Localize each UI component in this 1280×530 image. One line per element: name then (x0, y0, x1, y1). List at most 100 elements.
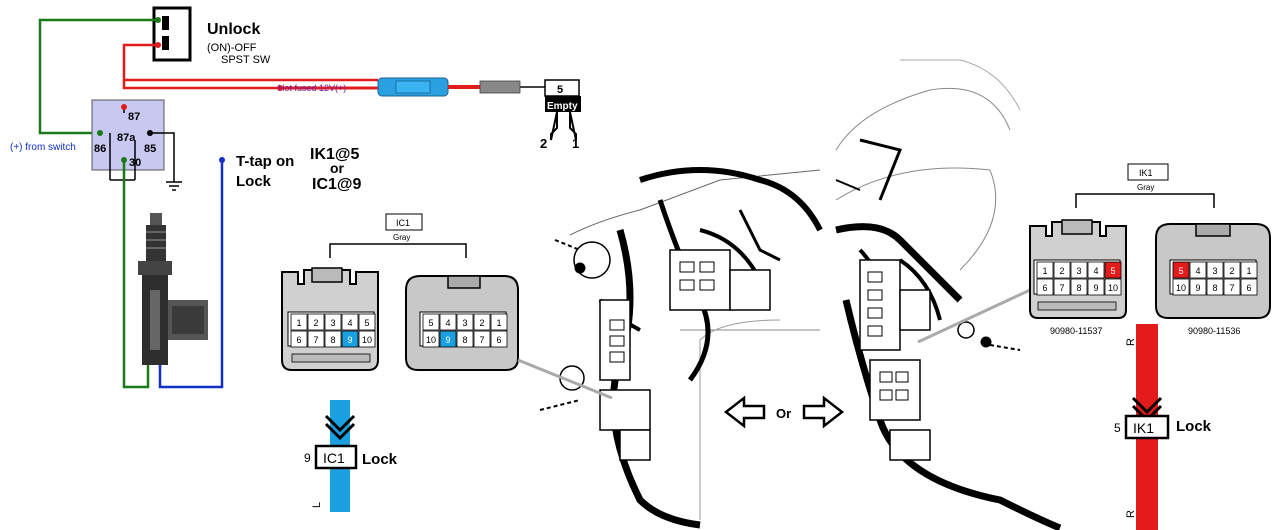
ttap-line1: T-tap on (236, 153, 294, 170)
pin-label: 10 (362, 335, 372, 345)
ic1-pin-number: 9 (304, 451, 311, 465)
ik1-name: IK1 (1139, 168, 1153, 178)
pin-label: 7 (1229, 283, 1234, 293)
relay-pin-86: 86 (94, 143, 106, 155)
green-wire-actuator (122, 160, 150, 389)
pin-label: 2 (1229, 266, 1234, 276)
pin-label: 5 (364, 318, 369, 328)
option-b: IC1@9 (312, 176, 362, 193)
pin-cell (1036, 278, 1054, 296)
pin-cell (1172, 278, 1190, 296)
pin-cell (1104, 278, 1122, 296)
pin-label: 9 (445, 335, 450, 345)
ic1-chevron-icon (324, 414, 356, 441)
ik1-callout-line (917, 288, 1031, 344)
pin-label: 9 (1195, 283, 1200, 293)
inline-fuse-holder (377, 77, 545, 97)
relay-pin-87a: 87a (117, 132, 136, 144)
pin-cell (290, 330, 308, 348)
pin-cell (1189, 278, 1207, 296)
fuse-pin-1: 1 (572, 136, 579, 151)
ic1-name-box (385, 213, 423, 231)
pin-cell (1070, 278, 1088, 296)
switch-type: SPST SW (221, 54, 271, 66)
fuse-pin-2: 2 (540, 136, 547, 151)
pin-cell (1206, 261, 1224, 279)
pin-label: 7 (479, 335, 484, 345)
pin-cell (1240, 261, 1258, 279)
ik1-wire-code-bottom: R (1125, 510, 1137, 518)
pin-label: 6 (296, 335, 301, 345)
relay-pin-85: 85 (144, 143, 156, 155)
red-wire-relay-87 (122, 80, 280, 90)
pin-label: 2 (313, 318, 318, 328)
pin-label: 3 (1212, 266, 1217, 276)
switch-mode: (ON)-OFF (207, 42, 257, 54)
pin-label: 2 (1059, 266, 1064, 276)
pin-cell (1036, 261, 1054, 279)
ik1-pin-number: 5 (1114, 421, 1121, 435)
pin-label: 3 (462, 318, 467, 328)
pin-label: 4 (1195, 266, 1200, 276)
ik1-part-right: 90980-11536 (1188, 326, 1240, 336)
pin-label: 1 (496, 318, 501, 328)
pin-label: 1 (1246, 266, 1251, 276)
red-wire-switch (122, 43, 378, 82)
pin-cell (341, 313, 359, 331)
spst-switch (152, 6, 192, 62)
relay-pin-87: 87 (128, 111, 140, 123)
pin-cell (1087, 278, 1105, 296)
pin-label: 10 (1176, 283, 1186, 293)
ic1-wire-code: L (311, 502, 323, 508)
pin-cell (422, 330, 440, 348)
green-wire-switch (38, 18, 158, 135)
pin-cell (1223, 278, 1241, 296)
pin-cell (490, 313, 508, 331)
pin-cell (1172, 261, 1190, 279)
ik1-wire-code-top: R (1125, 338, 1137, 346)
dash-harness-illustration-left (539, 167, 823, 529)
pin-label: 5 (1178, 266, 1183, 276)
pin-cell (473, 313, 491, 331)
door-lock-actuator (138, 213, 208, 365)
pin-cell (341, 330, 359, 348)
ik1-part-left: 90980-11537 (1050, 326, 1102, 336)
pin-label: 8 (462, 335, 467, 345)
fuse-tap (544, 79, 581, 141)
pin-label: 3 (1076, 266, 1081, 276)
ic1-tag: IC1 (323, 450, 345, 466)
pin-cell (1087, 261, 1105, 279)
pin-label: 8 (1212, 283, 1217, 293)
pin-cell (422, 313, 440, 331)
blue-wire-ttap (158, 160, 224, 389)
pin-label: 10 (426, 335, 436, 345)
pin-label: 9 (1093, 283, 1098, 293)
pin-cell (1223, 261, 1241, 279)
ic1-tag-box (314, 444, 358, 470)
pin-cell (1070, 261, 1088, 279)
pin-label: 6 (496, 335, 501, 345)
option-or: or (330, 160, 345, 176)
pin-cell (490, 330, 508, 348)
ground-wire (150, 132, 175, 182)
relay-pin-30: 30 (129, 157, 141, 169)
pin-cell (358, 313, 376, 331)
pin-label: 7 (313, 335, 318, 345)
pin-cell (324, 330, 342, 348)
pin-cell (1240, 278, 1258, 296)
middle-or-label: Or (776, 406, 791, 421)
pin-cell (358, 330, 376, 348)
pin-cell (1206, 278, 1224, 296)
pin-cell (456, 330, 474, 348)
from-switch-label: (+) from switch (10, 142, 76, 153)
pin-label: 8 (330, 335, 335, 345)
pin-label: 5 (428, 318, 433, 328)
pin-label: 6 (1042, 283, 1047, 293)
pin-cell (439, 330, 457, 348)
pin-cell (1189, 261, 1207, 279)
pin-label: 2 (479, 318, 484, 328)
ik1-lock-label: Lock (1176, 418, 1212, 435)
ic1-callout-line (517, 358, 613, 400)
